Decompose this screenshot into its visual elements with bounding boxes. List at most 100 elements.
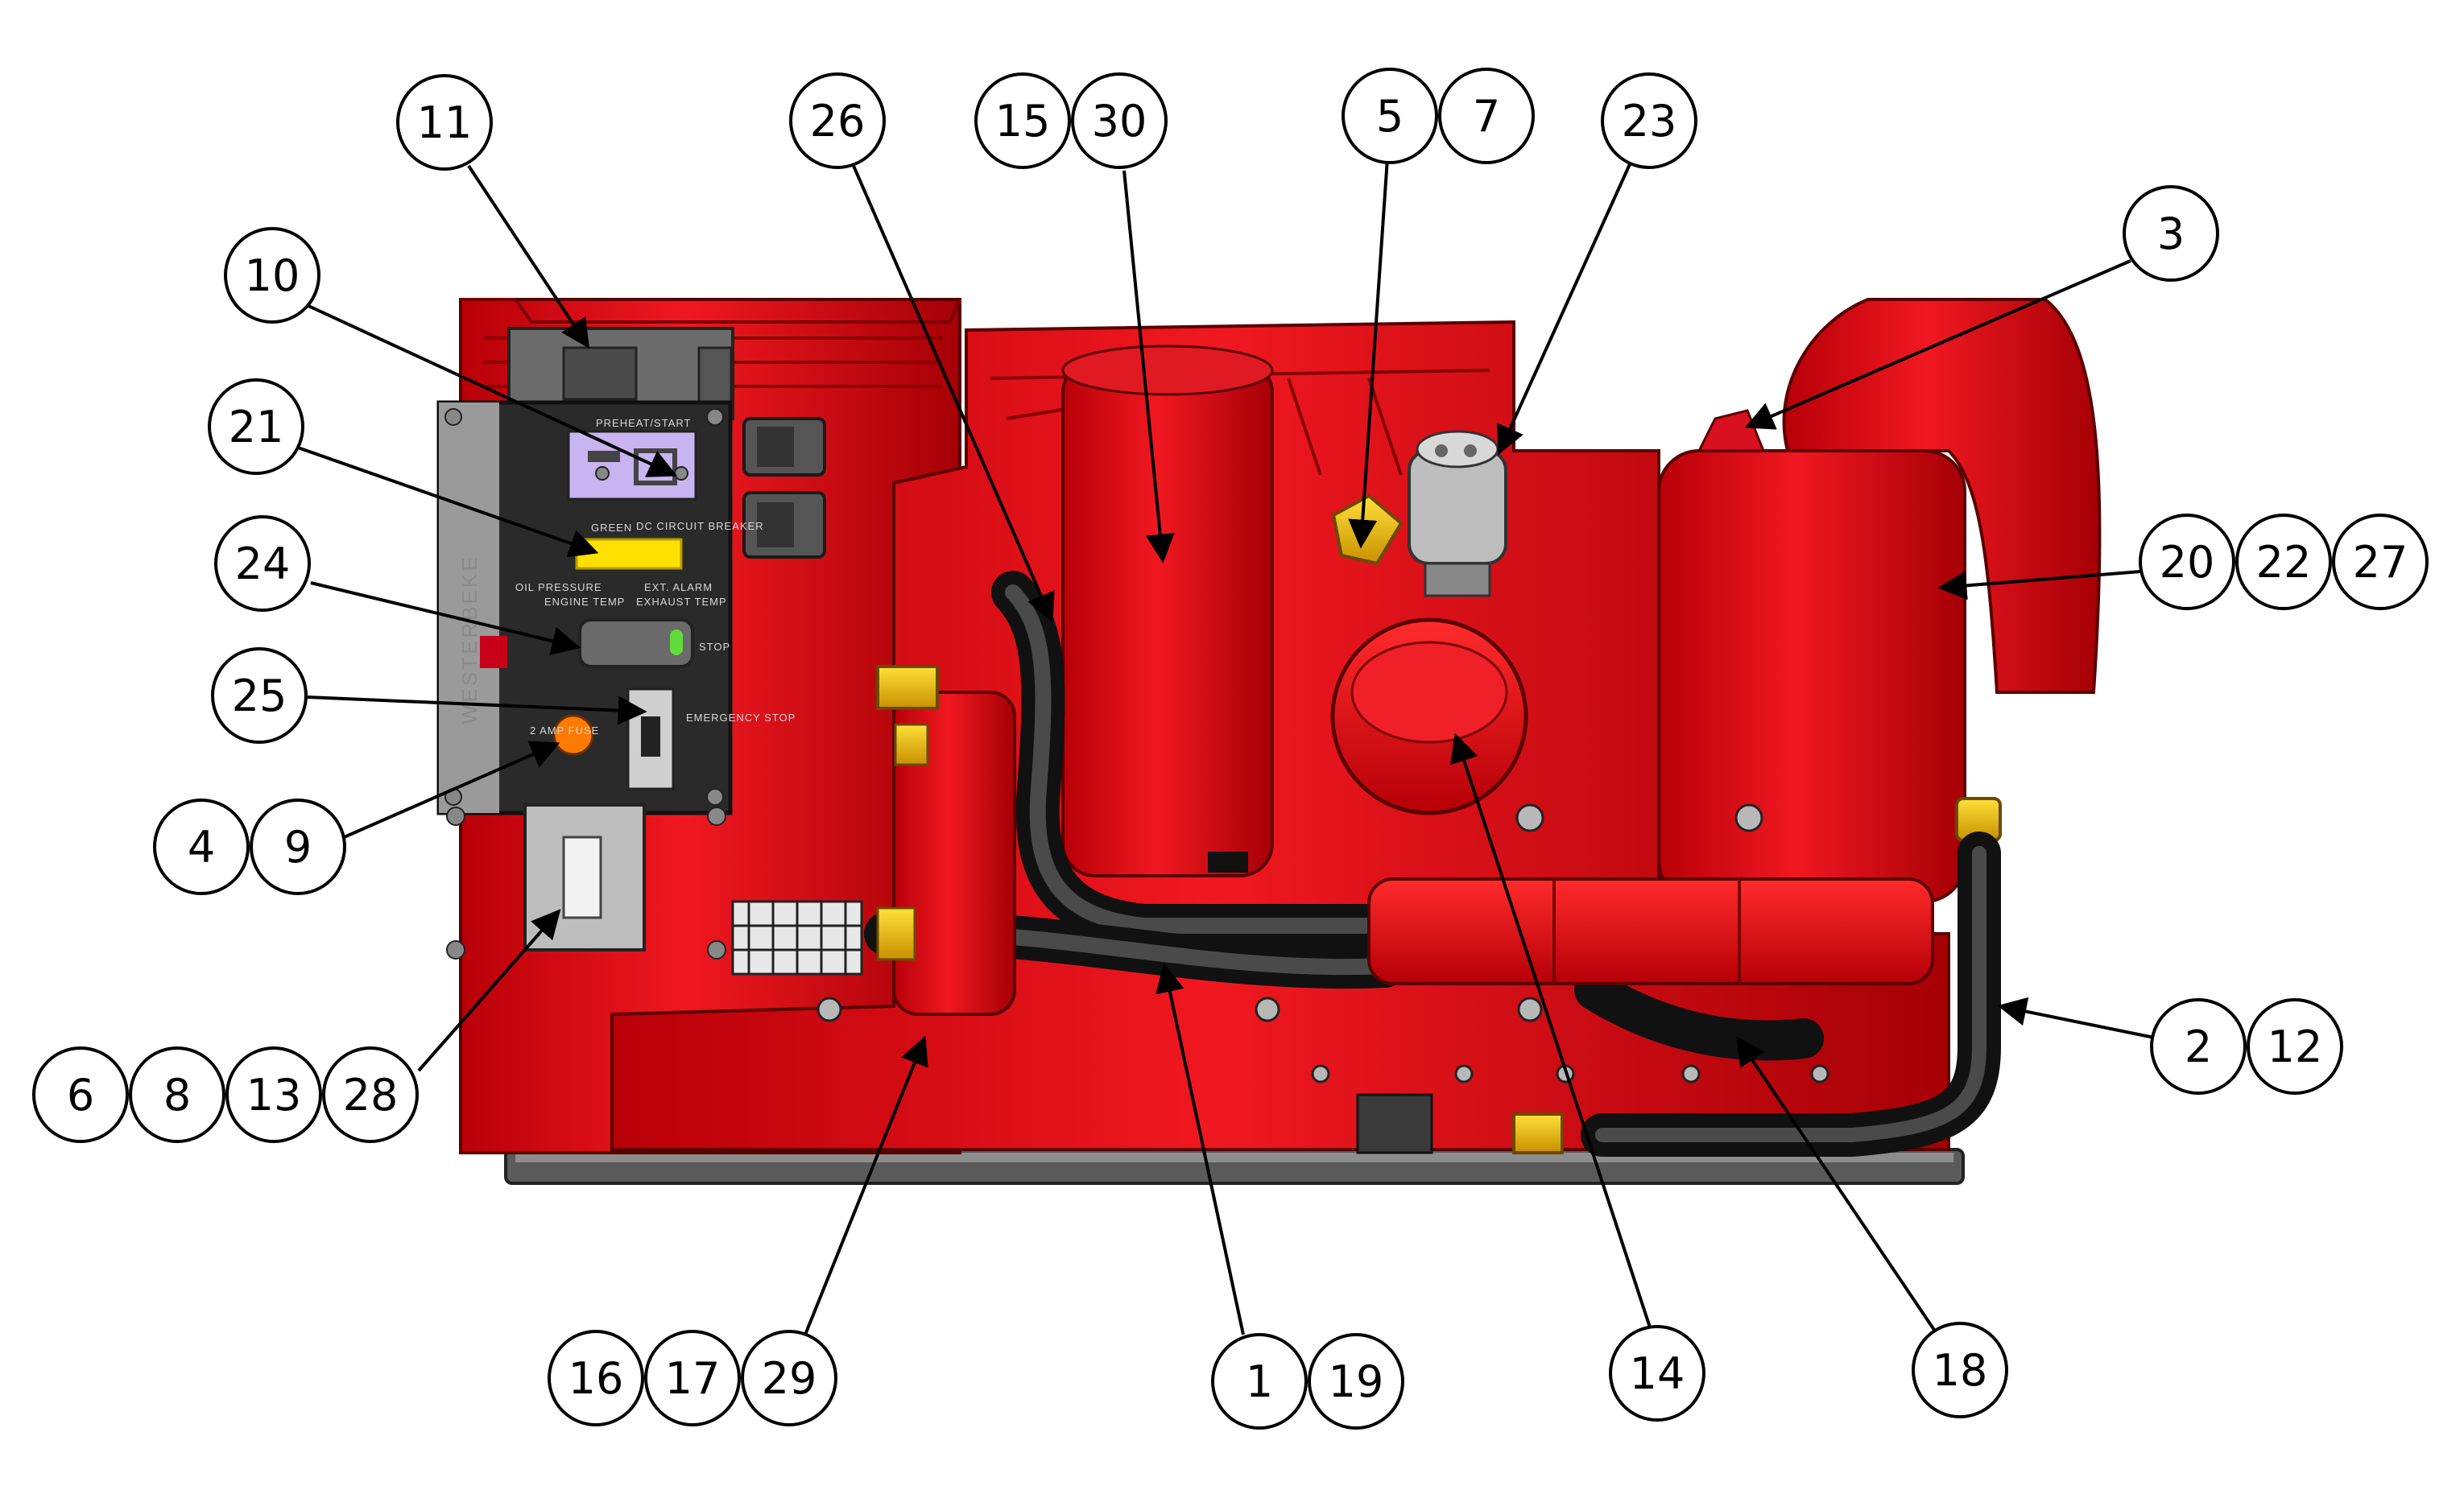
callout-number-12: 12 xyxy=(2268,1022,2323,1072)
callout-number-9: 9 xyxy=(284,822,312,873)
callout-number-17: 17 xyxy=(665,1353,721,1404)
callout-circle-3 xyxy=(2123,185,2219,282)
callout-circle-6 xyxy=(32,1046,129,1143)
callout-circle-16 xyxy=(548,1330,644,1426)
svg-text:EMERGENCY STOP: EMERGENCY STOP xyxy=(686,712,796,724)
callout-number-22: 22 xyxy=(2256,537,2312,588)
svg-text:STOP: STOP xyxy=(699,641,730,653)
generator-illustration: WESTERBEKE PREHEAT/START GREEN DC CIRCUI… xyxy=(436,298,2102,1185)
leader-26 xyxy=(852,165,1055,623)
leader-4-9 xyxy=(321,741,560,848)
leader-2-12 xyxy=(1997,997,2159,1040)
callout-number-8: 8 xyxy=(163,1070,191,1121)
raw-water-pump xyxy=(876,665,1016,1016)
vent-grille xyxy=(731,900,863,976)
callout-circle-28 xyxy=(322,1046,419,1143)
svg-text:GREEN: GREEN xyxy=(591,522,632,534)
callout-number-11: 11 xyxy=(417,97,473,148)
callout-number-21: 21 xyxy=(229,402,284,452)
control-panel: WESTERBEKE PREHEAT/START GREEN DC CIRCUI… xyxy=(436,400,796,815)
fuel-filter-cylinder xyxy=(1061,345,1274,877)
svg-text:ENGINE TEMP: ENGINE TEMP xyxy=(544,596,625,608)
callout-circle-5 xyxy=(1342,68,1438,164)
callout-number-24: 24 xyxy=(235,539,291,589)
connector-plugs xyxy=(742,417,826,559)
callout-number-5: 5 xyxy=(1376,91,1404,142)
brand-label: WESTERBEKE xyxy=(457,555,482,724)
callout-circle-12 xyxy=(2247,998,2343,1095)
leader-15-30 xyxy=(1122,170,1175,563)
svg-text:2 AMP FUSE: 2 AMP FUSE xyxy=(530,724,599,737)
callout-11: 11 xyxy=(396,74,493,171)
callout-circle-17 xyxy=(644,1330,741,1426)
callout-circle-19 xyxy=(1308,1333,1404,1430)
callout-circle-27 xyxy=(2332,514,2429,610)
svg-text:PREHEAT/START: PREHEAT/START xyxy=(596,417,691,429)
callout-circle-1 xyxy=(1211,1333,1308,1430)
callout-21: 21 xyxy=(208,378,304,475)
callout-number-6: 6 xyxy=(67,1070,94,1121)
callout-circle-4 xyxy=(153,799,250,895)
leader-24 xyxy=(310,581,581,655)
callout-14: 14 xyxy=(1609,1325,1705,1422)
leader-lines xyxy=(297,146,2159,1336)
callout-number-14: 14 xyxy=(1630,1348,1685,1399)
callout-number-3: 3 xyxy=(2157,208,2185,259)
callout-number-26: 26 xyxy=(810,96,866,147)
leader-20-22-27 xyxy=(1937,570,2141,601)
svg-text:EXT. ALARM: EXT. ALARM xyxy=(644,581,713,593)
leader-6-8-13-28 xyxy=(417,909,561,1072)
leader-1-19 xyxy=(1156,963,1245,1335)
callout-25: 25 xyxy=(211,647,308,744)
callout-circle-10 xyxy=(224,227,320,324)
callout-number-25: 25 xyxy=(232,671,287,721)
callout-18: 18 xyxy=(1912,1322,2008,1418)
svg-text:OIL PRESSURE: OIL PRESSURE xyxy=(515,581,602,593)
callout-number-7: 7 xyxy=(1473,91,1500,142)
leader-14 xyxy=(1449,733,1654,1335)
oil-filter-housing xyxy=(1408,430,1507,597)
callout-number-4: 4 xyxy=(188,822,215,873)
fuse-cap xyxy=(552,714,594,756)
oil-filter xyxy=(1330,617,1528,815)
callout-circle-18 xyxy=(1912,1322,2008,1418)
leader-25 xyxy=(307,695,647,725)
callout-number-15: 15 xyxy=(995,96,1051,147)
callout-number-18: 18 xyxy=(1933,1345,1988,1396)
callout-24: 24 xyxy=(214,515,311,612)
callout-circle-7 xyxy=(1438,68,1535,164)
callout-circle-30 xyxy=(1071,72,1168,169)
callout-circle-22 xyxy=(2235,514,2332,610)
callout-circle-8 xyxy=(129,1046,225,1143)
leader-23 xyxy=(1496,163,1631,456)
callout-2-12: 2 12 xyxy=(2150,998,2343,1095)
callout-number-27: 27 xyxy=(2353,537,2408,588)
callout-number-2: 2 xyxy=(2185,1022,2212,1072)
callout-circle-9 xyxy=(250,799,346,895)
callout-circle-20 xyxy=(2139,514,2235,610)
svg-text:EXHAUST TEMP: EXHAUST TEMP xyxy=(636,596,727,608)
leader-21 xyxy=(297,446,599,558)
callout-10: 10 xyxy=(224,227,320,324)
callout-circle-15 xyxy=(974,72,1071,169)
leader-11 xyxy=(467,164,589,349)
callout-number-30: 30 xyxy=(1092,96,1147,147)
callout-number-10: 10 xyxy=(245,250,300,301)
callout-number-13: 13 xyxy=(246,1070,302,1121)
callout-circle-23 xyxy=(1601,72,1697,169)
callout-circle-25 xyxy=(211,647,308,744)
svg-text:DC CIRCUIT BREAKER: DC CIRCUIT BREAKER xyxy=(636,520,764,532)
callout-circle-26 xyxy=(789,72,886,169)
engine-mount-post xyxy=(1356,1093,1433,1154)
callout-23: 23 xyxy=(1601,72,1697,169)
callout-circle-2 xyxy=(2150,998,2247,1095)
callout-3: 3 xyxy=(2123,185,2219,282)
